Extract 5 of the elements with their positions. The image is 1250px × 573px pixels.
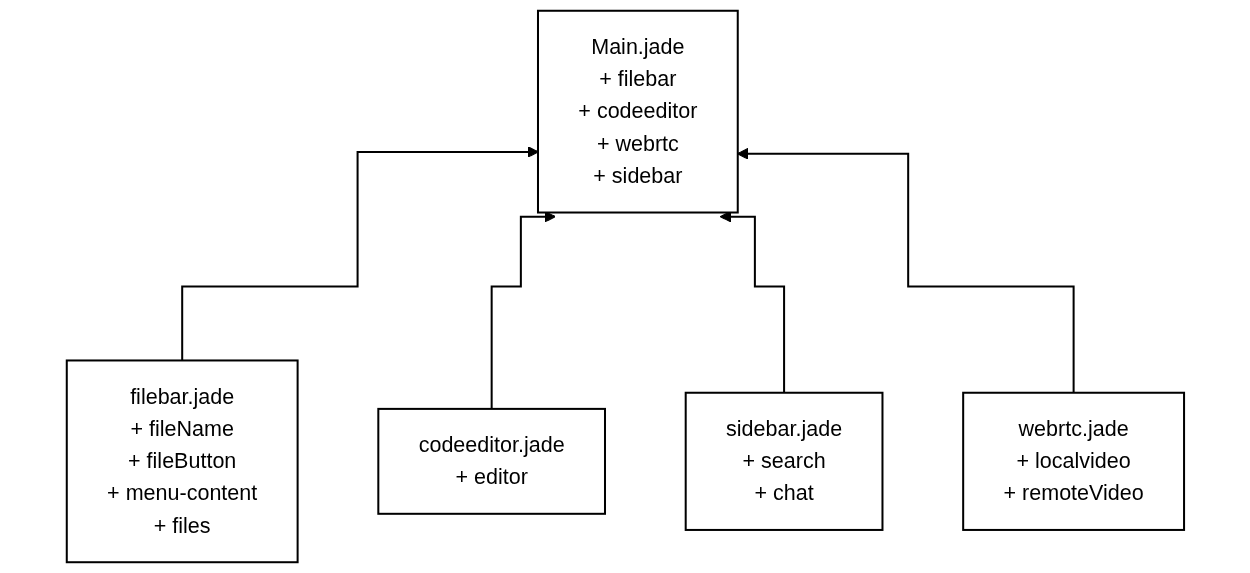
node-box: codeeditor.jade + editor bbox=[376, 407, 606, 515]
node-box: webrtc.jade + localvideo + remoteVideo bbox=[961, 391, 1185, 531]
node-box: sidebar.jade + search + chat bbox=[684, 391, 884, 531]
node-box: Main.jade + filebar + codeeditor + webrtc + sidebar bbox=[536, 9, 739, 214]
node-box: filebar.jade + fileName + fileButton + menu-content + files bbox=[65, 359, 299, 564]
